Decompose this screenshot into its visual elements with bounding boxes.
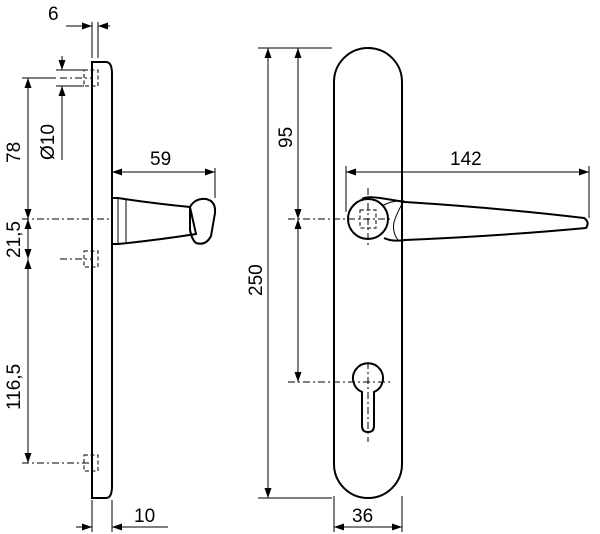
dim-handle-length: 142	[345, 149, 590, 218]
dim-chain-left: 78 21,5 116,5	[4, 77, 56, 463]
svg-text:21,5: 21,5	[4, 221, 25, 258]
side-backplate	[91, 61, 113, 499]
dim-plate-width: 36	[333, 496, 403, 532]
dim-plate-depth: 10	[76, 500, 168, 532]
side-handle-grip	[189, 197, 217, 245]
side-view: 6 Ø10 78 21,5 116,5	[4, 4, 217, 532]
front-cylinder-cutout	[352, 362, 384, 434]
svg-text:Ø10: Ø10	[38, 124, 59, 160]
front-view: 250 95 142 36	[246, 47, 590, 532]
svg-text:78: 78	[4, 142, 25, 163]
side-screw-top	[83, 69, 99, 87]
dim-plate-thickness: 6	[48, 4, 110, 58]
dim-handle-projection: 59	[111, 149, 216, 198]
svg-text:250: 250	[246, 264, 267, 296]
svg-text:142: 142	[450, 149, 482, 170]
front-lever-handle	[361, 196, 589, 242]
dim-screw-diameter: Ø10	[38, 56, 84, 160]
svg-text:10: 10	[134, 506, 155, 527]
svg-text:6: 6	[48, 4, 59, 25]
svg-text:59: 59	[150, 149, 171, 170]
side-handle-neck	[112, 197, 198, 245]
side-screw-middle	[83, 250, 99, 268]
dim-overall-length: 250	[246, 47, 332, 499]
svg-text:36: 36	[352, 506, 373, 527]
front-backplate	[333, 47, 403, 499]
dim-spindle-to-cylinder: 95	[276, 48, 302, 382]
svg-text:95: 95	[276, 127, 297, 148]
svg-text:116,5: 116,5	[4, 364, 25, 410]
